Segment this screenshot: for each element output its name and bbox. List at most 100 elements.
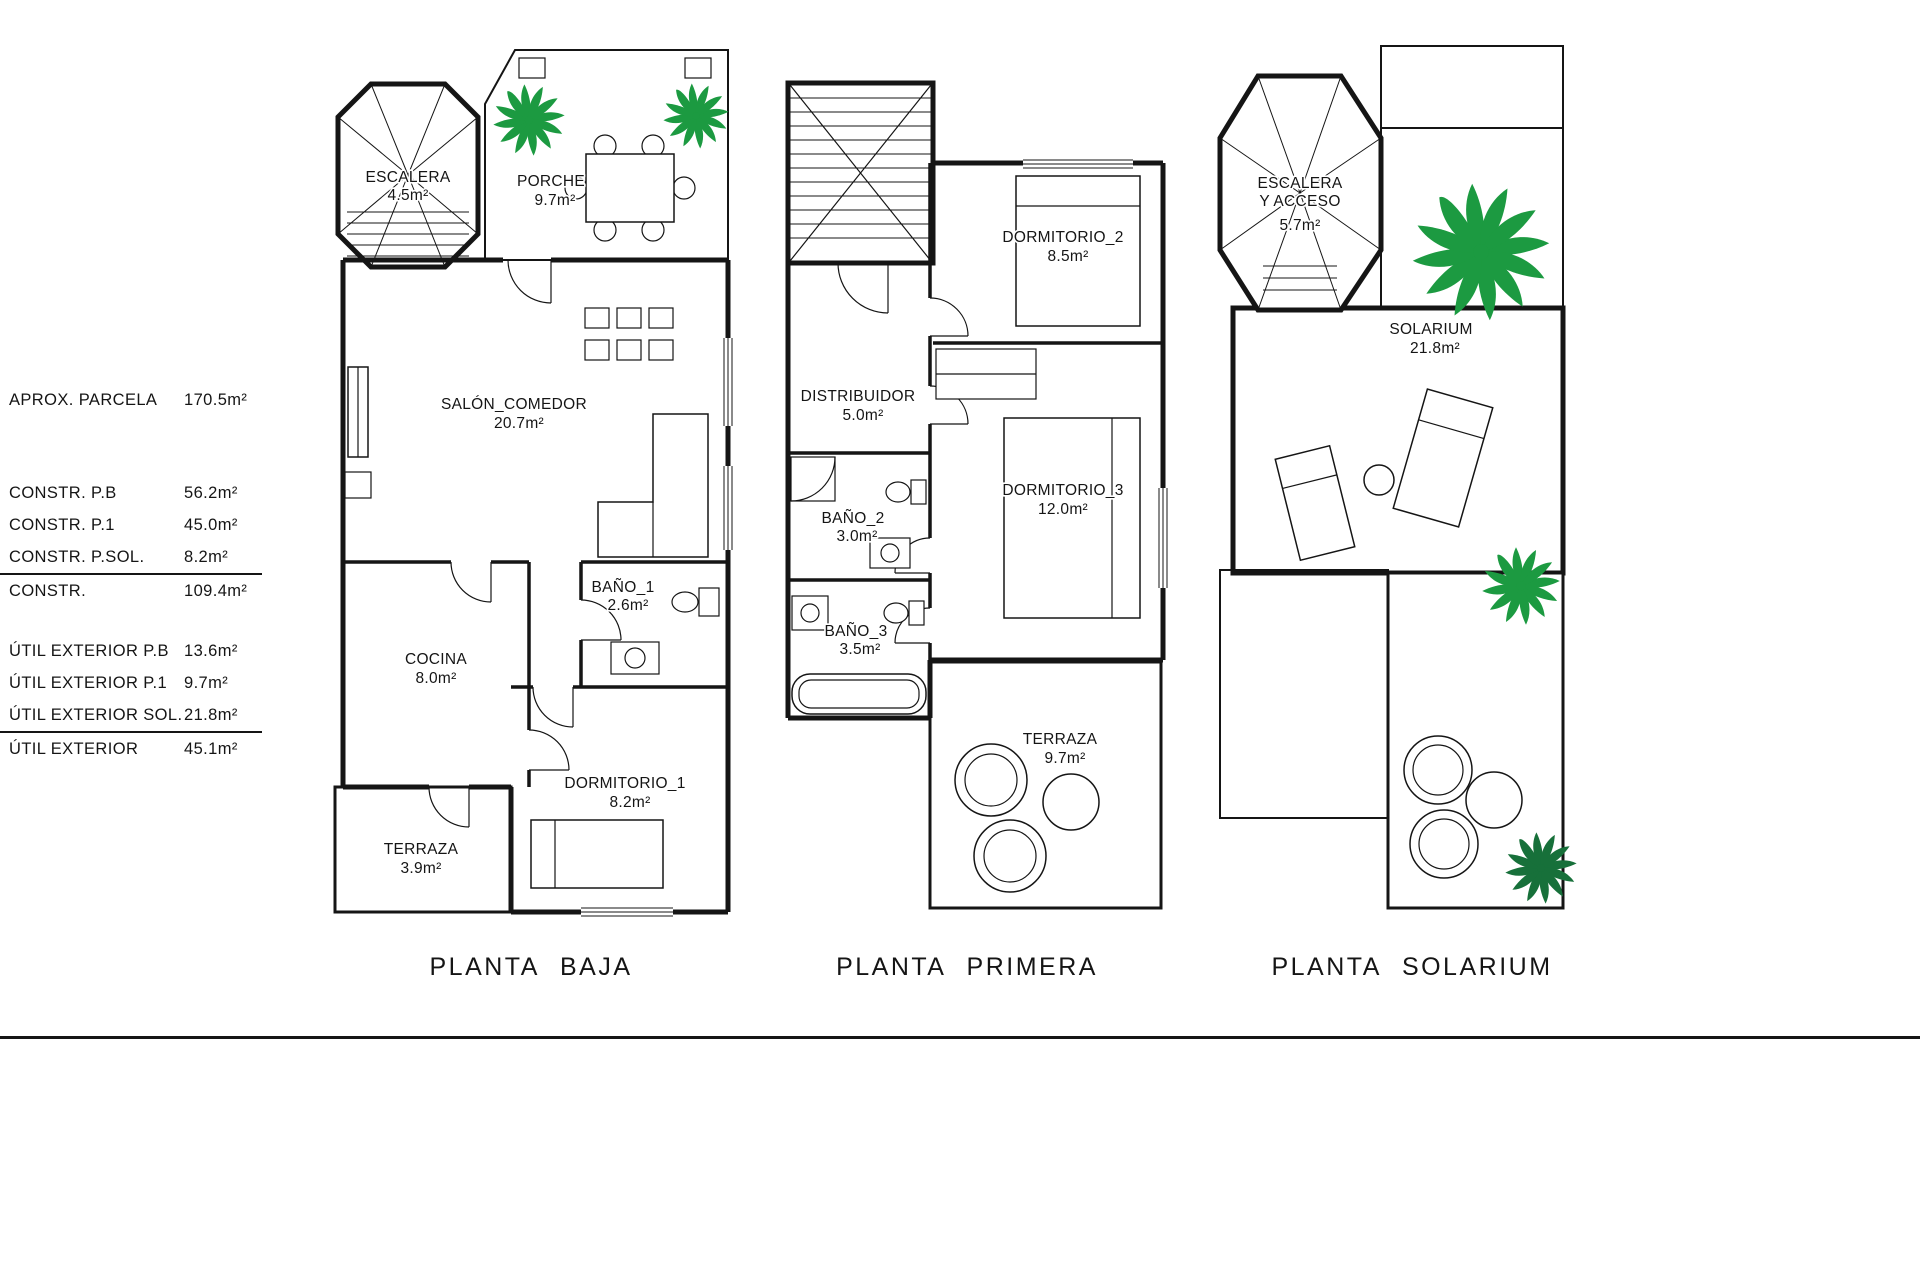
pergola	[1380, 45, 1564, 129]
legend-label: CONSTR.	[9, 582, 87, 600]
terraza-walls	[928, 660, 1163, 910]
room-area-solarium: 21.8m²	[1410, 340, 1460, 357]
toilet	[885, 479, 927, 505]
stair-treads	[788, 97, 933, 239]
legend-row-constr-total: CONSTR. 109.4m²	[0, 573, 262, 607]
side-table	[1363, 464, 1395, 496]
room-label-dormitorio3: DORMITORIO_3	[1002, 482, 1123, 499]
window	[581, 906, 673, 917]
room-label-dormitorio1: DORMITORIO_1	[564, 775, 685, 792]
rooflight	[684, 57, 712, 79]
kitchen-door	[450, 561, 492, 603]
window	[1023, 158, 1133, 169]
legend-row-util-pb: ÚTIL EXTERIOR P.B 13.6m²	[0, 635, 262, 667]
room-area-dormitorio1: 8.2m²	[609, 794, 650, 811]
bedroom-door	[532, 686, 574, 728]
legend-row-util-p1: ÚTIL EXTERIOR P.1 9.7m²	[0, 667, 262, 699]
bathroom-door	[580, 599, 622, 641]
bathtub	[791, 673, 927, 715]
porch-dining-set	[564, 134, 696, 242]
footer-rule	[0, 1036, 1920, 1039]
legend-group-util: ÚTIL EXTERIOR P.B 13.6m² ÚTIL EXTERIOR P…	[0, 635, 262, 765]
legend-value: 45.1m²	[184, 740, 238, 758]
legend-value: 109.4m²	[184, 582, 248, 600]
stair-door	[837, 262, 889, 314]
round-table	[1465, 771, 1523, 829]
wardrobe	[935, 348, 1037, 400]
sun-lounger	[1274, 444, 1356, 562]
legend-value: 9.7m²	[184, 674, 229, 692]
legend-row-util-sol: ÚTIL EXTERIOR SOL. 21.8m²	[0, 699, 262, 731]
dorm2-door	[929, 297, 969, 337]
legend-label: APROX. PARCELA	[9, 391, 158, 409]
legend-label: ÚTIL EXTERIOR P.B	[9, 642, 169, 660]
room-area-dormitorio2: 8.5m²	[1047, 248, 1088, 265]
roof-hip-lines	[1219, 75, 1382, 311]
title-planta-baja: PLANTA BAJA	[429, 953, 633, 981]
room-area-porche: 9.7m²	[534, 192, 575, 209]
legend-label: CONSTR. P.B	[9, 484, 117, 502]
round-chair	[973, 819, 1047, 893]
room-area-bano3: 3.5m²	[839, 641, 880, 658]
tv-unit	[344, 366, 372, 499]
window	[1158, 488, 1169, 588]
room-label-escalera: ESCALERA	[365, 169, 450, 186]
planta-baja-drawing: ESCALERA 4.5m² PORCHE 9.7m² SALÓN_COMEDO…	[333, 49, 734, 917]
room-label-bano3: BAÑO_3	[825, 623, 888, 640]
sofa	[597, 413, 709, 558]
legend-label: CONSTR. P.1	[9, 516, 115, 534]
bathroom-walls	[511, 560, 728, 689]
area-legend: APROX. PARCELA 170.5m² CONSTR. P.B 56.2m…	[0, 384, 262, 765]
legend-label: ÚTIL EXTERIOR P.1	[9, 674, 168, 692]
toilet	[671, 587, 720, 617]
legend-group-constr: CONSTR. P.B 56.2m² CONSTR. P.1 45.0m² CO…	[0, 477, 262, 607]
room-area-bano1: 2.6m²	[607, 597, 648, 614]
room-area-bano2: 3.0m²	[836, 528, 877, 545]
terraza-walls	[333, 785, 513, 914]
room-label-distribuidor: DISTRIBUIDOR	[801, 388, 916, 405]
room-area-dormitorio3: 12.0m²	[1038, 501, 1088, 518]
stair-treads	[1263, 265, 1337, 291]
bed	[1003, 417, 1141, 619]
room-area-escalera: 4.5m²	[387, 187, 428, 204]
round-chair	[954, 743, 1028, 817]
legend-value: 8.2m²	[184, 548, 229, 566]
interior-walls	[788, 261, 1163, 582]
sink	[869, 537, 911, 569]
legend-value: 56.2m²	[184, 484, 238, 502]
terraza-door	[428, 786, 470, 828]
roof-hip-lines	[337, 83, 479, 268]
legend-value: 170.5m²	[184, 391, 248, 409]
round-chair	[1409, 809, 1479, 879]
room-label-terraza: TERRAZA	[384, 841, 459, 858]
room-area-cocina: 8.0m²	[415, 670, 456, 687]
kitchen-walls	[343, 560, 531, 787]
room-label-solarium: SOLARIUM	[1389, 321, 1472, 338]
title-planta-solarium: PLANTA SOLARIUM	[1271, 953, 1553, 981]
room-label-escalera-line2: Y ACCESO	[1259, 193, 1340, 210]
room-area-terraza: 9.7m²	[1044, 750, 1085, 767]
planta-primera-drawing: DORMITORIO_2 8.5m² DISTRIBUIDOR 5.0m² DO…	[785, 80, 1169, 910]
palm-plant	[1412, 183, 1550, 321]
palm-plant	[493, 84, 565, 156]
room-area-distribuidor: 5.0m²	[842, 407, 883, 424]
legend-row-constr-psol: CONSTR. P.SOL. 8.2m²	[0, 541, 262, 573]
room-label-bano2: BAÑO_2	[822, 510, 885, 527]
sun-lounger	[1392, 388, 1494, 528]
round-table	[1042, 773, 1100, 831]
legend-value: 13.6m²	[184, 642, 238, 660]
legend-value: 21.8m²	[184, 706, 238, 724]
entrance-door	[507, 259, 552, 304]
window	[723, 466, 734, 550]
rooflight	[518, 57, 546, 79]
palm-plant	[663, 83, 729, 149]
bed	[530, 819, 664, 889]
legend-row-constr-p1: CONSTR. P.1 45.0m²	[0, 509, 262, 541]
hall-door	[528, 729, 570, 771]
sink	[610, 641, 660, 675]
legend-value: 45.0m²	[184, 516, 238, 534]
porch-roof	[484, 49, 729, 261]
planta-solarium-drawing: ESCALERA Y ACCESO 5.7m² SOLARIUM 21.8m²	[1217, 45, 1577, 910]
room-area-escalera: 5.7m²	[1279, 217, 1320, 234]
room-label-dormitorio2: DORMITORIO_2	[1002, 229, 1123, 246]
